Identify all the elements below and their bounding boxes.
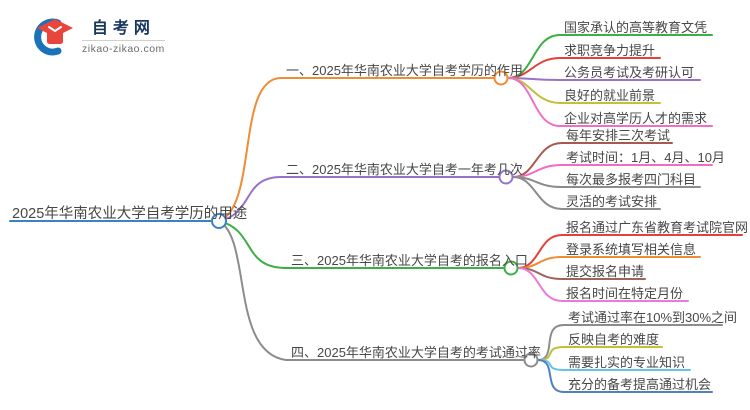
leaf-node[interactable]: 国家承认的高等教育文凭	[564, 20, 708, 35]
leaf-node[interactable]: 公务员考试及考研认可	[564, 65, 695, 80]
leaf-node[interactable]: 登录系统填写相关信息	[566, 242, 697, 257]
logo-divider	[82, 40, 165, 42]
leaf-node[interactable]: 灵活的考试安排	[566, 194, 658, 209]
leaf-node[interactable]: 每年安排三次考试	[566, 128, 671, 143]
leaf-node[interactable]: 企业对高学历人才的需求	[564, 111, 708, 126]
branch-4-node[interactable]: 四、2025年华南农业大学自考的考试通过率	[291, 345, 541, 360]
branch-3-node[interactable]: 三、2025年华南农业大学自考的报名入口	[291, 253, 528, 268]
root-node[interactable]: 2025年华南农业大学自考学历的用途	[12, 206, 248, 222]
leaf-node[interactable]: 报名通过广东省教育考试院官网	[566, 220, 749, 235]
leaf-node[interactable]: 每次最多报考四门科目	[566, 172, 697, 187]
leaf-node[interactable]: 良好的就业前景	[564, 88, 656, 103]
leaf-node[interactable]: 求职竞争力提升	[564, 43, 656, 58]
leaf-node[interactable]: 充分的备考提高通过机会	[568, 377, 712, 392]
logo-text-block: 自考网 zikao-zikao.com	[82, 19, 165, 55]
site-logo[interactable]: 自考网 zikao-zikao.com	[28, 16, 165, 58]
branch-4-line	[218, 220, 525, 361]
leaf-node[interactable]: 报名时间在特定月份	[566, 286, 684, 301]
leaf-node[interactable]: 考试时间：1月、4月、10月	[566, 150, 725, 165]
graduation-cap-icon	[34, 18, 73, 56]
leaf-node[interactable]: 提交报名申请	[566, 264, 645, 279]
leaf-node[interactable]: 反映自考的难度	[568, 332, 660, 347]
branch-1-node[interactable]: 一、2025年华南农业大学自考学历的作用	[286, 63, 523, 78]
leaf-node[interactable]: 需要扎实的专业知识	[568, 355, 686, 370]
logo-domain: zikao-zikao.com	[82, 43, 165, 56]
leaf-node[interactable]: 考试通过率在10%到30%之间	[568, 310, 738, 325]
logo-title: 自考网	[91, 19, 155, 37]
branch-1-line	[218, 77, 495, 222]
branch-2-node[interactable]: 二、2025年华南农业大学自考一年考几次	[286, 162, 523, 177]
branch-2-line	[218, 176, 500, 222]
